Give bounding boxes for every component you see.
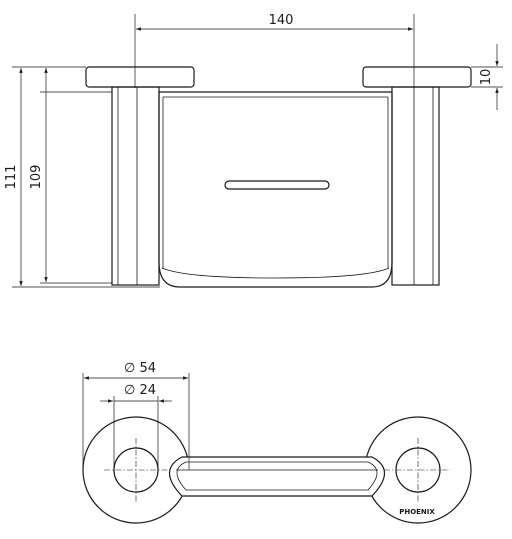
overall-height-label: 111 xyxy=(4,165,19,190)
width-label: 140 xyxy=(269,13,294,28)
right-wall-flange xyxy=(362,66,472,88)
right-post xyxy=(391,86,440,286)
flange-thickness-dimension: 10 xyxy=(471,44,503,110)
left-post xyxy=(111,86,160,286)
flange-diameter-dimension: ∅ 54 xyxy=(82,361,190,470)
overall-height-dimension: 111 xyxy=(4,66,160,288)
brand-mark: PHOENIX xyxy=(399,508,435,516)
inner-height-dimension: 109 xyxy=(29,68,112,284)
inner-height-label: 109 xyxy=(29,165,44,190)
left-wall-flange xyxy=(85,66,195,88)
width-dimension: 140 xyxy=(134,13,415,88)
post-diameter-dimension: ∅ 24 xyxy=(100,383,172,470)
flange-diameter-label: ∅ 54 xyxy=(124,361,156,376)
post-diameter-label: ∅ 24 xyxy=(124,383,156,398)
front-elevation xyxy=(85,66,472,288)
soap-dish-basket xyxy=(158,91,393,288)
dish-top-view xyxy=(168,456,386,497)
plan-view: PHOENIX xyxy=(82,416,472,524)
flange-thickness-label: 10 xyxy=(479,69,494,86)
drain-slot xyxy=(224,180,330,190)
